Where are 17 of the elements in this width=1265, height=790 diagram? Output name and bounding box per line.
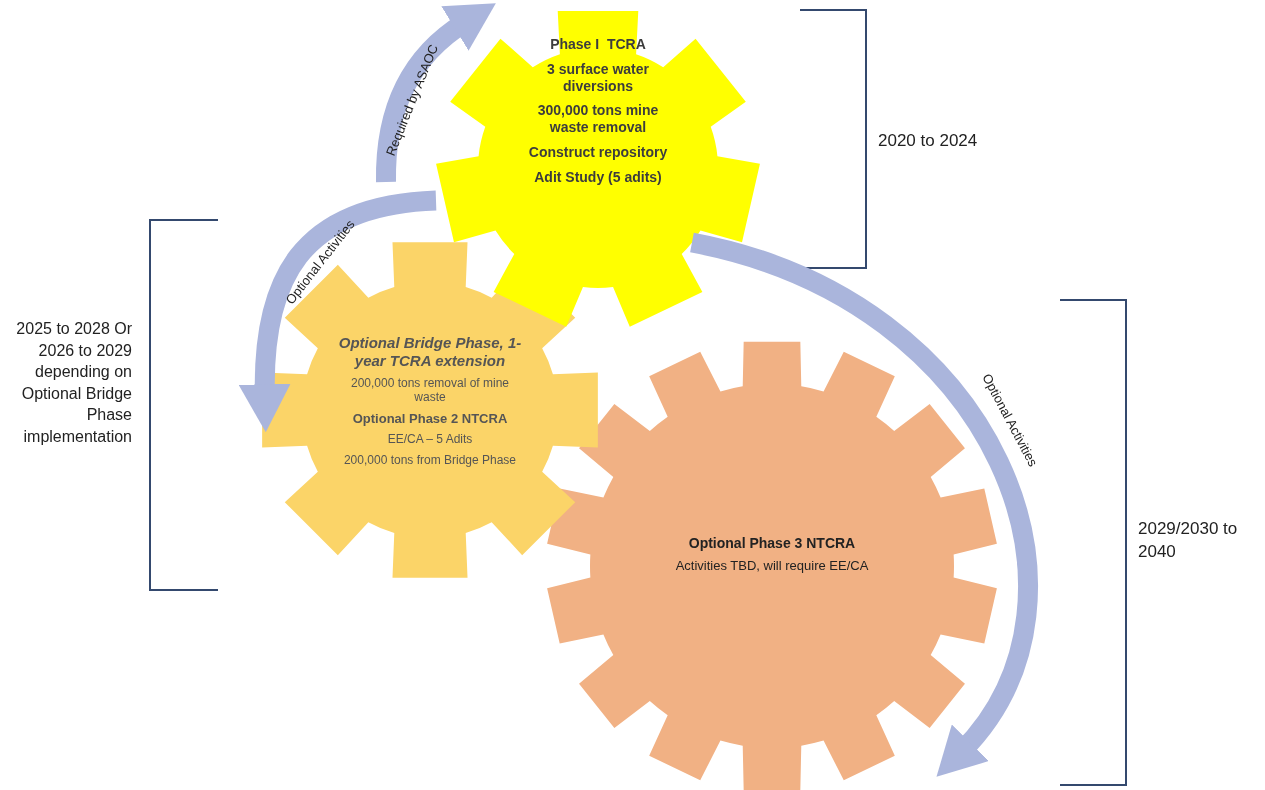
gear-text: 200,000 tons from Bridge Phase xyxy=(343,452,517,468)
curved-arrow xyxy=(376,2,495,183)
gear-text: EE/CA – 5 Adits xyxy=(387,432,473,447)
gear-text: Construct repository xyxy=(528,144,668,161)
date-range-label: 2020 to 2024 xyxy=(878,130,979,152)
curved-arrow xyxy=(689,232,1037,780)
date-range-label: 2025 to 2028 Or 2026 to 2029 depending on Optional Bridge Phase implementation xyxy=(15,319,132,447)
gear-text: 200,000 tons removal of mine waste xyxy=(349,376,511,405)
gear-text: Adit Study (5 adits) xyxy=(534,168,662,186)
gear-text: Optional Bridge Phase, 1-year TCRA extension xyxy=(337,334,523,370)
gear-text: 3 surface water diversions xyxy=(546,60,650,95)
gear-text: Optional Phase 3 NTCRA xyxy=(688,535,856,552)
date-range-label: 2029/2030 to 2040 xyxy=(1138,518,1239,563)
gear-text: Activities TBD, will require EE/CA xyxy=(675,557,869,574)
gear-text: 300,000 tons mine waste removal xyxy=(536,102,660,136)
curved-arrow xyxy=(238,190,437,433)
gear-text: Optional Phase 2 NTCRA xyxy=(352,410,508,427)
